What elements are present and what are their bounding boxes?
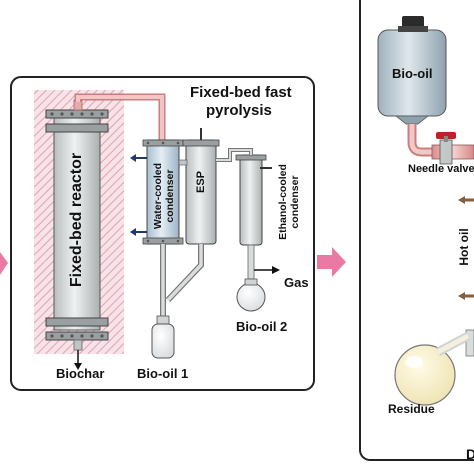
ethanol-cooled-condenser-label: Ethanol-cooled condenser [277, 164, 301, 240]
needle-valve [431, 132, 474, 165]
pyrolysis-panel [10, 76, 315, 391]
reactor-label: Fixed-bed reactor [68, 152, 85, 288]
esp-label: ESP [195, 171, 207, 194]
gas-label: Gas [284, 275, 309, 290]
bio-oil-2-flask [236, 278, 266, 312]
left-flow-arrow [0, 252, 8, 275]
bio-oil-tank [377, 16, 447, 125]
water-out-arrow [130, 154, 136, 162]
panel-title-line2: pyrolysis [206, 102, 272, 119]
biochar-label: Biochar [56, 366, 105, 381]
bio-oil-1-flask [151, 315, 175, 359]
water-cooled-condenser [142, 139, 184, 245]
residue-label: Residue [388, 402, 435, 416]
bio-oil-1-label: Bio-oil 1 [137, 366, 189, 381]
hot-oil-out-arrow [458, 196, 465, 204]
bottom-partial-label: D [466, 446, 474, 462]
distillation-panel [359, 0, 474, 461]
hot-oil-label: Hot oil [457, 228, 471, 266]
water-in-arrow [130, 228, 136, 236]
fixed-bed-reactor [45, 99, 109, 351]
needle-valve-label: Needle valve [408, 163, 474, 175]
bio-oil-2-label: Bio-oil 2 [236, 319, 288, 334]
middle-flow-arrow [317, 247, 346, 277]
hot-oil-in-arrow [458, 292, 465, 300]
bio-oil-tank-label: Bio-oil [392, 66, 433, 81]
esp-unit [182, 128, 220, 245]
water-cooled-condenser-label: Water-cooled condenser [152, 162, 176, 230]
panel-title-line1: Fixed-bed fast [190, 84, 292, 101]
ethanol-cooled-condenser [235, 154, 272, 246]
residue-flask [394, 332, 471, 406]
